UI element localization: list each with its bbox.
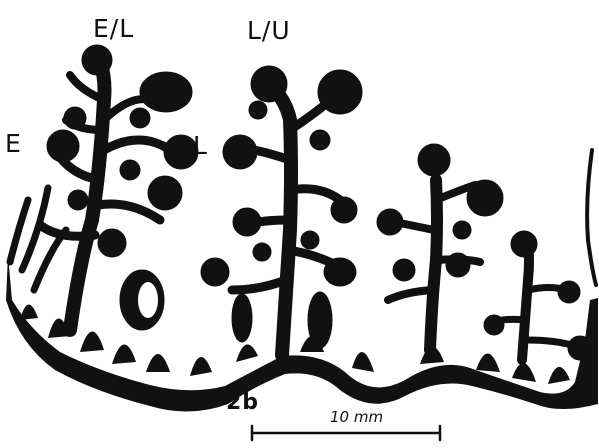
saddle-column-far-right	[484, 231, 592, 360]
saddle-column-left	[40, 45, 198, 330]
label-l-u: L/U	[247, 18, 291, 43]
label-e-l: E/L	[93, 16, 134, 41]
saddle-column-right	[377, 144, 503, 350]
panel-label: 2b	[226, 392, 259, 414]
label-e: E	[5, 131, 22, 156]
scale-bar-label: 10 mm	[330, 410, 383, 425]
left-edge-frill	[10, 188, 66, 290]
label-l: L	[193, 133, 208, 158]
saddle-column-middle	[201, 66, 362, 355]
scale-bar	[252, 426, 440, 440]
suture-ink	[6, 45, 598, 440]
right-edge-fragment	[587, 150, 596, 285]
